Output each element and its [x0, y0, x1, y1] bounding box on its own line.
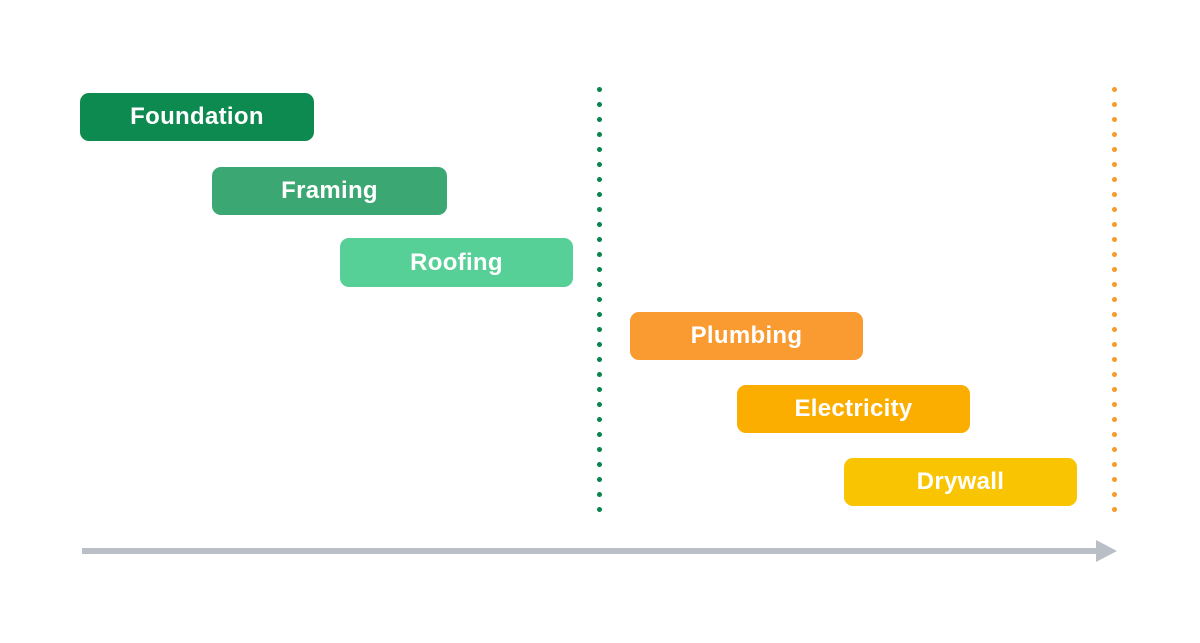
- gantt-bar-label: Roofing: [410, 248, 503, 276]
- gantt-bar-roofing[interactable]: Roofing: [340, 238, 573, 287]
- timeline-axis-line: [82, 548, 1096, 554]
- gantt-bar-label: Drywall: [916, 468, 1005, 495]
- timeline-axis-arrowhead-icon: [1096, 540, 1117, 562]
- gantt-bar-drywall[interactable]: Drywall: [844, 458, 1077, 506]
- gantt-bar-label: Framing: [281, 177, 378, 204]
- gantt-bar-label: Foundation: [130, 103, 264, 130]
- gantt-bar-label: Plumbing: [690, 322, 803, 349]
- gantt-bar-electricity[interactable]: Electricity: [737, 385, 970, 433]
- green-dotted-line: [596, 87, 602, 516]
- gantt-bar-plumbing[interactable]: Plumbing: [630, 312, 863, 360]
- gantt-bar-framing[interactable]: Framing: [212, 167, 447, 215]
- gantt-bar-foundation[interactable]: Foundation: [80, 93, 314, 141]
- gantt-bar-label: Electricity: [794, 395, 913, 422]
- orange-dotted-line: [1111, 87, 1117, 516]
